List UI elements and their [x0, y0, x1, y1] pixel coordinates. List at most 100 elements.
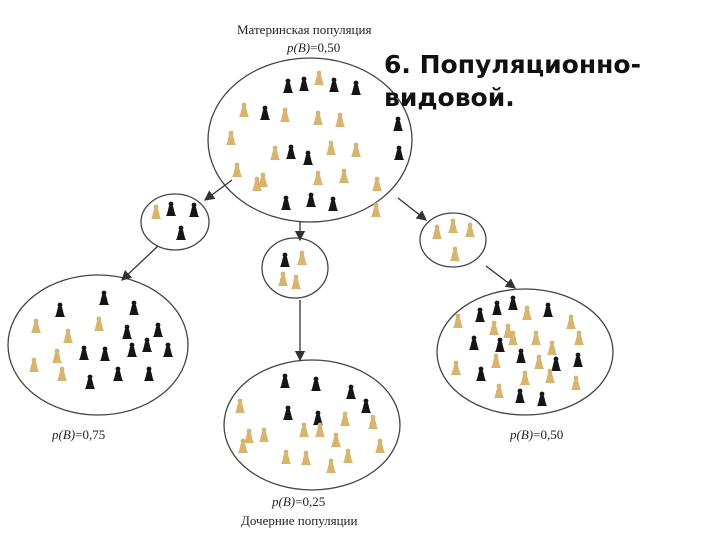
dark-pawn-icon [492, 300, 502, 315]
arrow-left-to-daughter [121, 245, 159, 281]
light-pawn-icon [270, 145, 280, 160]
light-pawn-icon [508, 330, 518, 345]
arrow-mother-to-left [203, 179, 233, 201]
dark-pawn-icon [189, 202, 199, 217]
frequency-value: =0,50 [310, 40, 341, 55]
light-pawn-icon [494, 383, 504, 398]
light-pawn-icon [258, 172, 268, 187]
dark-pawn-icon [516, 348, 526, 363]
dark-pawn-icon [551, 356, 561, 371]
dark-pawn-icon [166, 201, 176, 216]
slide-heading: 6. Популяционно- видовой. [384, 48, 714, 114]
p-symbol: p(B) [52, 427, 76, 442]
light-pawn-icon [432, 224, 442, 239]
light-pawn-icon [151, 204, 161, 219]
dark-pawn-icon [281, 195, 291, 210]
p-symbol: p(B) [272, 494, 296, 509]
dark-pawn-icon [299, 76, 309, 91]
dark-pawn-icon [283, 78, 293, 93]
light-pawn-icon [232, 162, 242, 177]
dark-pawn-icon [476, 366, 486, 381]
dark-pawn-icon [346, 384, 356, 399]
light-pawn-icon [331, 432, 341, 447]
light-pawn-icon [94, 316, 104, 331]
light-pawn-icon [326, 458, 336, 473]
dark-pawn-icon [329, 77, 339, 92]
dark-pawn-icon [537, 391, 547, 406]
dark-pawn-icon [280, 373, 290, 388]
light-pawn-icon [491, 353, 501, 368]
light-pawn-icon [63, 328, 73, 343]
dark-pawn-icon [313, 410, 323, 425]
light-pawn-icon [226, 130, 236, 145]
light-pawn-icon [343, 448, 353, 463]
dark-pawn-icon [55, 302, 65, 317]
light-pawn-icon [372, 176, 382, 191]
dark-pawn-icon [100, 346, 110, 361]
light-pawn-icon [489, 320, 499, 335]
dark-pawn-icon [127, 342, 137, 357]
light-pawn-icon [29, 357, 39, 372]
arrow-mother-to-right [397, 197, 428, 221]
light-pawn-icon [503, 323, 513, 338]
small-founder-left-circle [140, 193, 210, 251]
light-pawn-icon [297, 250, 307, 265]
light-pawn-icon [281, 449, 291, 464]
frequency-value: =0,75 [75, 427, 106, 442]
dark-pawn-icon [129, 300, 139, 315]
light-pawn-icon [465, 222, 475, 237]
light-pawn-icon [315, 422, 325, 437]
light-pawn-icon [351, 142, 361, 157]
dark-pawn-icon [144, 366, 154, 381]
light-pawn-icon [252, 176, 262, 191]
light-pawn-icon [574, 330, 584, 345]
light-pawn-icon [314, 70, 324, 85]
daughter-populations-title: Дочерние популяции [241, 513, 358, 528]
dark-pawn-icon [394, 145, 404, 160]
dark-pawn-icon [260, 105, 270, 120]
light-pawn-icon [547, 340, 557, 355]
daughter-left-circle [7, 274, 189, 416]
light-pawn-icon [448, 218, 458, 233]
light-pawn-icon [531, 330, 541, 345]
mother-frequency-label: p(B)=0,50 [287, 40, 340, 56]
heading-line-1: 6. Популяционно- [384, 50, 641, 79]
light-pawn-icon [313, 170, 323, 185]
light-pawn-icon [453, 313, 463, 328]
light-pawn-icon [239, 102, 249, 117]
light-pawn-icon [301, 450, 311, 465]
dark-pawn-icon [280, 252, 290, 267]
light-pawn-icon [244, 428, 254, 443]
dark-pawn-icon [573, 352, 583, 367]
light-pawn-icon [238, 438, 248, 453]
dark-pawn-icon [122, 324, 132, 339]
light-pawn-icon [235, 398, 245, 413]
mother-population-circle [207, 57, 413, 223]
dark-pawn-icon [475, 307, 485, 322]
frequency-value: =0,50 [533, 427, 564, 442]
dark-pawn-icon [469, 335, 479, 350]
dark-pawn-icon [283, 405, 293, 420]
light-pawn-icon [299, 422, 309, 437]
light-pawn-icon [566, 314, 576, 329]
light-pawn-icon [522, 305, 532, 320]
small-founder-right-circle [419, 212, 487, 268]
dark-pawn-icon [79, 345, 89, 360]
light-pawn-icon [534, 354, 544, 369]
daughter-left-frequency-label: p(B)=0,75 [52, 427, 105, 443]
light-pawn-icon [335, 112, 345, 127]
light-pawn-icon [326, 140, 336, 155]
light-pawn-icon [57, 366, 67, 381]
mother-population-title: Материнская популяция [237, 22, 372, 37]
light-pawn-icon [291, 274, 301, 289]
dark-pawn-icon [508, 295, 518, 310]
light-pawn-icon [339, 168, 349, 183]
daughter-bottom-frequency-label: p(B)=0,25 [272, 494, 325, 510]
light-pawn-icon [520, 370, 530, 385]
dark-pawn-icon [303, 150, 313, 165]
dark-pawn-icon [99, 290, 109, 305]
dark-pawn-icon [176, 225, 186, 240]
dark-pawn-icon [85, 374, 95, 389]
dark-pawn-icon [311, 376, 321, 391]
